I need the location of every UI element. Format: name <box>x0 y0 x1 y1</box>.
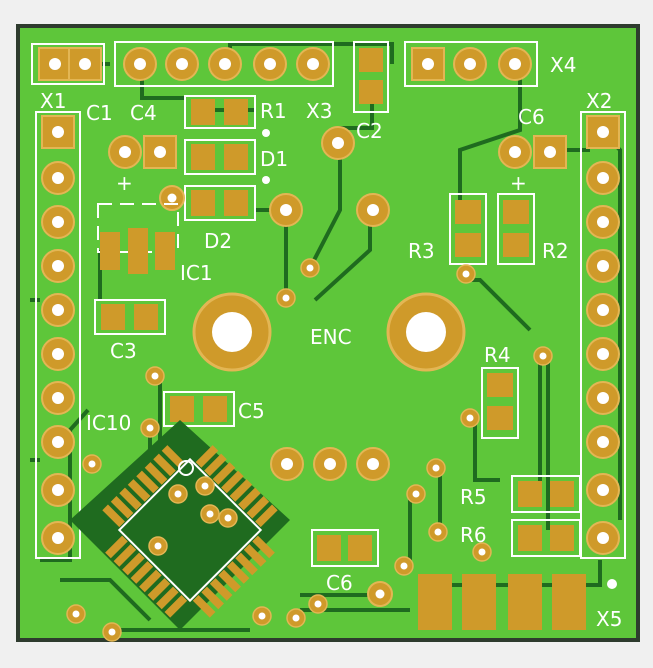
encoder-pin-a <box>269 193 303 227</box>
c4-pad-square <box>143 135 177 169</box>
via-d2 <box>159 185 185 211</box>
x3-pad <box>321 126 355 160</box>
r2-pad-1 <box>503 200 529 224</box>
r6-pad-2 <box>550 525 574 551</box>
label-r3: R3 <box>408 239 435 263</box>
r2-outline <box>497 193 535 265</box>
c5-outline <box>163 391 235 427</box>
label-r6: R6 <box>460 523 487 547</box>
c2-pad-1 <box>359 48 383 72</box>
r4-pad-2 <box>487 406 513 430</box>
c5-pad-1 <box>170 396 194 422</box>
x1-outline <box>35 111 81 559</box>
c1-pad-round <box>108 135 142 169</box>
silk-outline-top-left <box>31 43 105 85</box>
c2-outline <box>353 41 389 113</box>
ic1-pin-2 <box>128 228 148 274</box>
c6-top-pad-square <box>533 135 567 169</box>
r3-pad-2 <box>455 233 481 257</box>
c2-pad-2 <box>359 80 383 104</box>
ic10-qfp <box>102 445 278 618</box>
encoder-pin-3 <box>356 447 390 481</box>
label-x4: X4 <box>550 53 576 77</box>
encoder-pin-2 <box>313 447 347 481</box>
label-r1: R1 <box>260 99 287 123</box>
label-c4: C4 <box>130 101 157 125</box>
label-plus-left: + <box>116 171 133 195</box>
label-x1: X1 <box>40 89 66 113</box>
label-ic10: IC10 <box>86 411 131 435</box>
encoder-mount-right <box>386 292 466 372</box>
label-c5: C5 <box>238 399 265 423</box>
label-r2: R2 <box>542 239 569 263</box>
label-enc: ENC <box>310 325 352 349</box>
label-c6-bottom: C6 <box>326 571 353 595</box>
label-r5: R5 <box>460 485 487 509</box>
r5-outline <box>511 475 581 513</box>
c5-pad-2 <box>203 396 227 422</box>
c6-bottom-pad-2 <box>348 535 372 561</box>
silk-outline-top-mid <box>114 41 334 87</box>
r6-outline <box>511 519 581 557</box>
d2-marker-dot <box>262 176 270 184</box>
r5-pad-1 <box>518 481 542 507</box>
c6-bottom-pad-1 <box>317 535 341 561</box>
r6-pad-1 <box>518 525 542 551</box>
c3-pad-2 <box>134 304 158 330</box>
label-c1: C1 <box>86 101 113 125</box>
silk-outline-x4 <box>404 41 538 87</box>
ic1-pin-1 <box>100 232 120 270</box>
r3-outline <box>449 193 487 265</box>
encoder-pin-1 <box>270 447 304 481</box>
connector-x5-pads <box>418 574 586 630</box>
r5-pad-2 <box>550 481 574 507</box>
r3-pad-1 <box>455 200 481 224</box>
label-d2: D2 <box>204 229 232 253</box>
d2-pads <box>184 185 256 221</box>
label-x3: X3 <box>306 99 332 123</box>
label-c2: C2 <box>356 119 383 143</box>
r4-pad-1 <box>487 373 513 397</box>
d1-pads <box>184 139 256 175</box>
c3-pad-1 <box>101 304 125 330</box>
r2-pad-2 <box>503 233 529 257</box>
d1-marker-dot <box>262 129 270 137</box>
c6-bottom-outline <box>311 529 379 567</box>
label-c3: C3 <box>110 339 137 363</box>
label-d1: D1 <box>260 147 288 171</box>
label-r4: R4 <box>484 343 511 367</box>
encoder-pin-b <box>356 193 390 227</box>
encoder-mount-left <box>192 292 272 372</box>
ic1-pin-3 <box>155 232 175 270</box>
c3-outline <box>94 299 166 335</box>
label-c6-top: C6 <box>518 105 545 129</box>
label-plus-right: + <box>510 171 527 195</box>
r4-outline <box>481 367 519 439</box>
c6-top-pad-round <box>498 135 532 169</box>
x2-outline <box>580 111 626 559</box>
ic10-pin1-marker <box>178 460 194 476</box>
label-x5: X5 <box>596 607 622 631</box>
r1-pads <box>184 95 256 129</box>
x5-marker-dot <box>607 579 617 589</box>
label-ic1: IC1 <box>180 261 213 285</box>
label-x2: X2 <box>586 89 612 113</box>
